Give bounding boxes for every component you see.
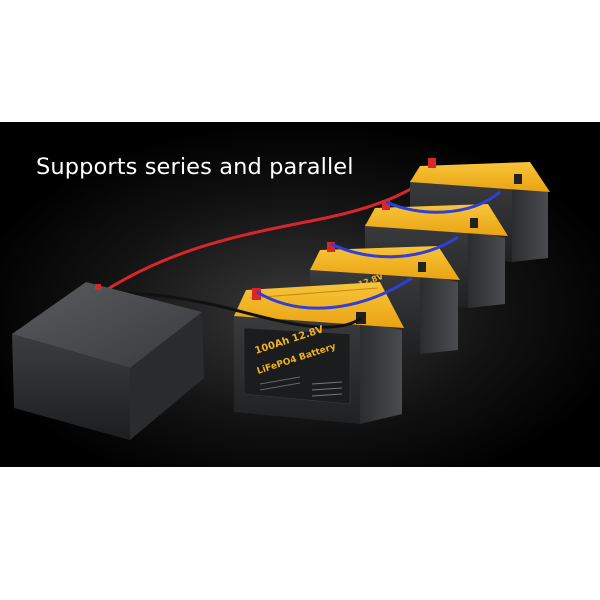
parallel-link-2 bbox=[330, 235, 459, 259]
battery-scene: 100Ah 12.8V 100Ah 12.8V LiFePO4 Battery bbox=[0, 122, 600, 467]
headline: Supports series and parallel bbox=[36, 154, 354, 180]
inverter-box bbox=[12, 282, 204, 440]
output-cable bbox=[117, 292, 362, 329]
parallel-link-3 bbox=[385, 190, 501, 214]
parallel-link-1 bbox=[256, 276, 413, 310]
battery-1: 100Ah 12.8V LiFePO4 Battery bbox=[117, 276, 413, 424]
product-photo-band: 100Ah 12.8V 100Ah 12.8V LiFePO4 Battery bbox=[0, 122, 600, 467]
